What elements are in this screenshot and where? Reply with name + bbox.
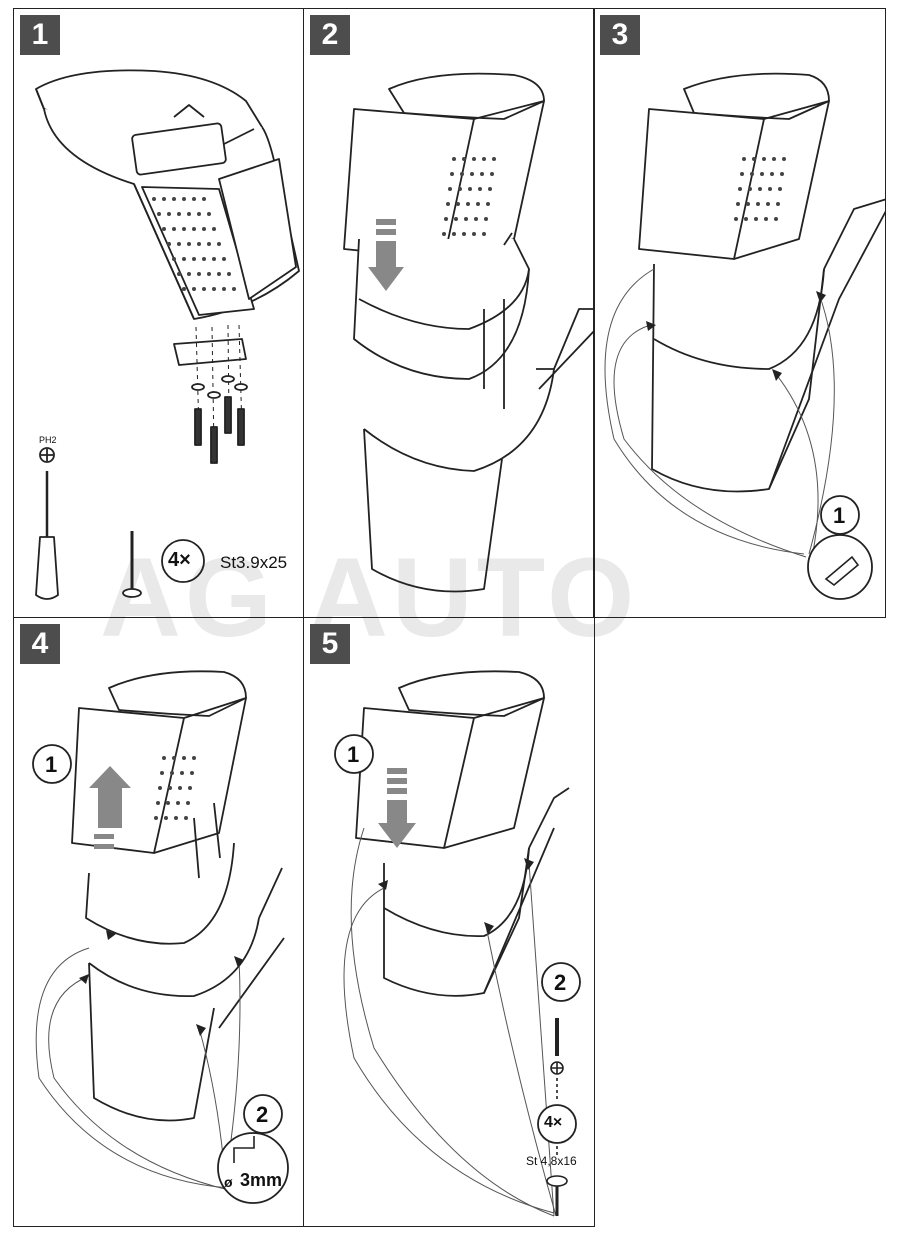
step-4-substep-2: 2 (256, 1102, 269, 1127)
armrest-marking-illustration (604, 72, 885, 600)
screw-spec-label: St3.9x25 (220, 553, 288, 572)
step-1-badge: 1 (20, 15, 60, 55)
step-4-panel: 4 (13, 617, 304, 1227)
step-5-badge: 5 (310, 624, 350, 664)
armrest-lifting-illustration (32, 670, 289, 1204)
step-5-substep-1: 1 (347, 742, 360, 767)
drill-size-label: 3mm (240, 1170, 283, 1190)
step-5-substep-2: 2 (554, 970, 567, 995)
step-3-panel: 3 (593, 8, 886, 618)
step-5-panel: 5 (303, 617, 595, 1227)
step-2-badge: 2 (310, 15, 350, 55)
step-4-badge: 4 (20, 624, 60, 664)
step-3-badge: 3 (600, 15, 640, 55)
diameter-symbol: ø (224, 1174, 233, 1190)
watermark: AG AUTO (100, 535, 639, 660)
armrest-fixing-illustration (334, 670, 581, 1217)
step-5-screw-spec: St 4,8x16 (526, 1154, 577, 1168)
step-2-panel: 2 (303, 8, 595, 618)
step-4-substep-1: 1 (45, 752, 58, 777)
screw-count-label: 4× (168, 549, 191, 571)
step-3-substep-1: 1 (833, 503, 846, 528)
armrest-lowering-illustration (343, 72, 594, 593)
step-5-screw-count: 4× (544, 1114, 563, 1131)
screwdriver-type-label: PH2 (39, 435, 57, 445)
armrest-exploded-illustration (35, 69, 300, 600)
step-1-panel: 1 (13, 8, 304, 618)
